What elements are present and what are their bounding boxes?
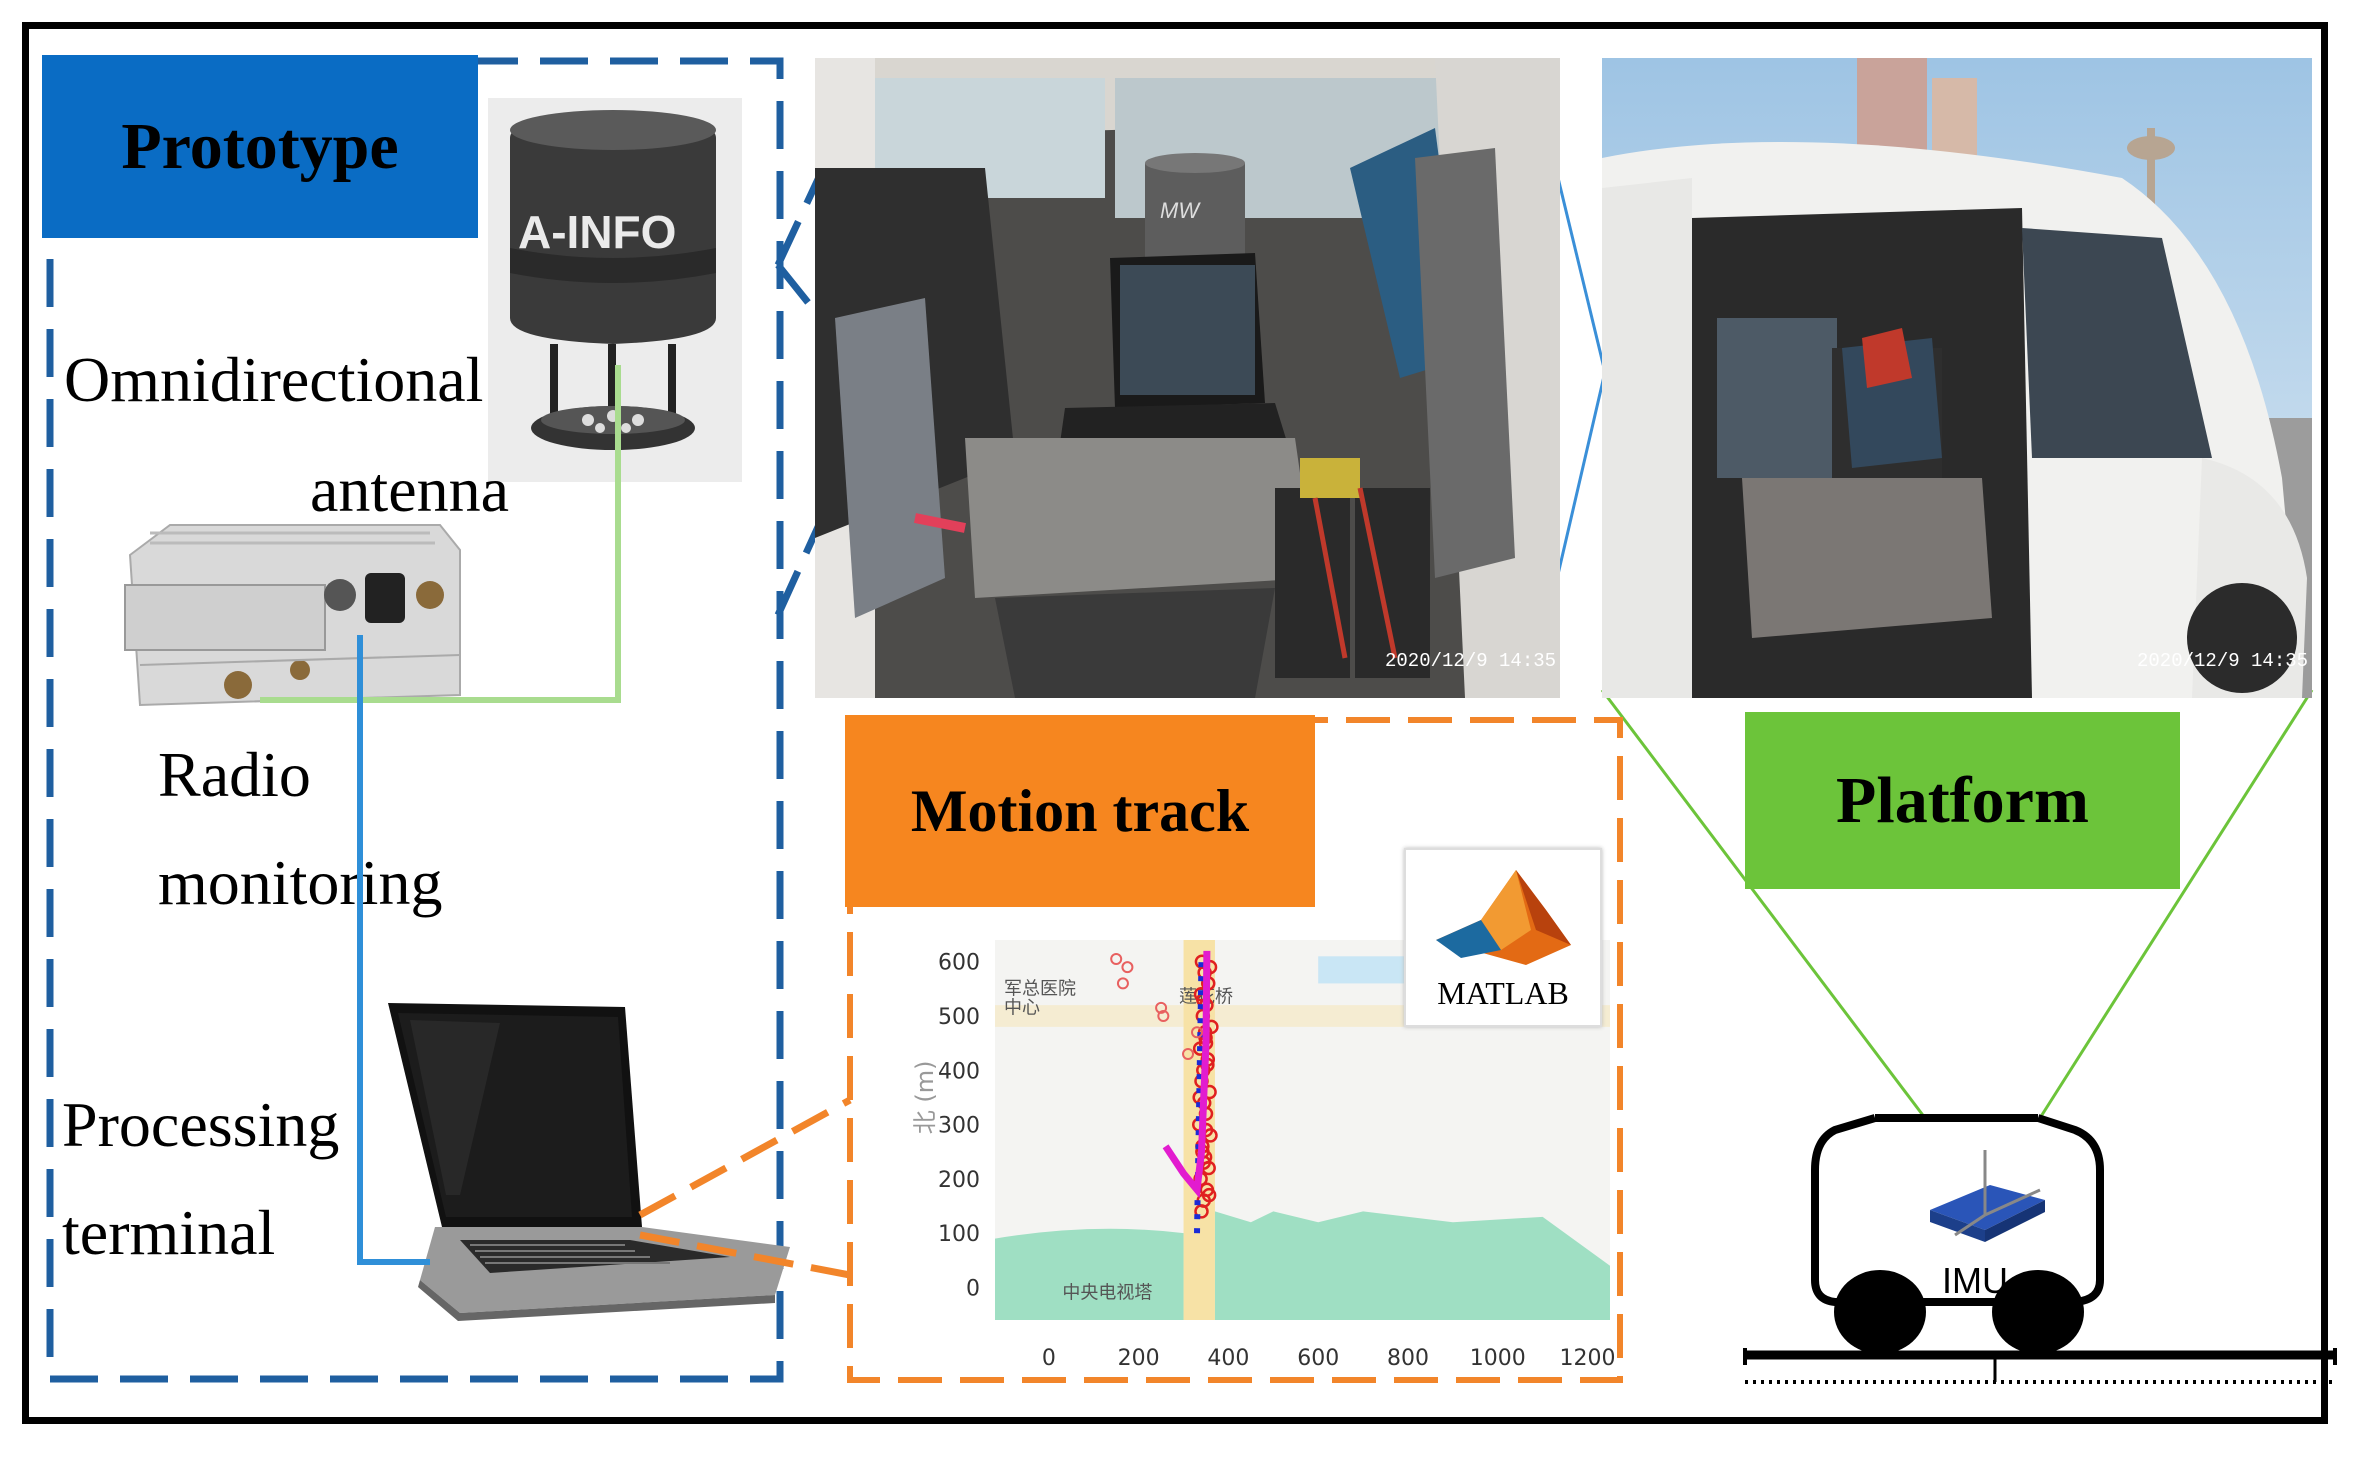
y-tick-label: 200 [938, 1168, 980, 1193]
x-tick-label: 800 [1387, 1346, 1429, 1371]
map-label: 军总医院 [1004, 978, 1076, 999]
antenna-label-line2: antenna [310, 454, 509, 525]
x-tick-label: 1000 [1470, 1346, 1526, 1371]
radio-label-line1: Radio [158, 739, 311, 810]
track-point [1201, 1187, 1217, 1203]
x-tick-label: 1200 [1560, 1346, 1616, 1371]
matlab-logo: MATLAB [1404, 848, 1602, 1027]
radio-device-icon [124, 524, 461, 707]
map-label: 中央电视塔 [1062, 1282, 1152, 1303]
y-tick-label: 500 [938, 1005, 980, 1030]
antenna-cable [260, 365, 621, 703]
x-tick-label: 0 [1042, 1346, 1056, 1371]
outlier-point [1110, 953, 1123, 965]
terminal-label-line2: terminal [62, 1197, 276, 1268]
x-tick-label: 600 [1297, 1346, 1339, 1371]
outlier-point [1155, 1001, 1168, 1014]
outlier-point [1116, 977, 1129, 990]
map-park-left [995, 1228, 1184, 1320]
outlier-point [1157, 1010, 1170, 1022]
map-park-right [1214, 1211, 1610, 1320]
y-tick-label: 600 [938, 951, 980, 976]
x-tick-label: 400 [1207, 1346, 1249, 1371]
exterior-timestamp: 2020/12/9 14:35 [2137, 650, 2309, 672]
radio-label-line2: monitoring [158, 847, 443, 918]
vehicle-exterior-photo: 2020/12/9 14:35 [1602, 58, 2312, 698]
y-tick-label: 0 [966, 1276, 980, 1301]
vehicle-schematic: IMU [1743, 1114, 2337, 1384]
laptop-icon [388, 1003, 790, 1321]
antenna-top-print: MW [1160, 198, 1201, 223]
outlier-point [1191, 1026, 1204, 1039]
outlier-point [1182, 1048, 1195, 1060]
interior-timestamp: 2020/12/9 14:35 [1385, 650, 1557, 672]
vehicle-interior-photo: MW 2020/12/9 14:35 [815, 58, 1560, 698]
y-tick-label: 400 [938, 1059, 980, 1084]
matlab-label: MATLAB [1437, 975, 1569, 1011]
platform-title: Platform [1745, 712, 2180, 889]
x-tick-label: 200 [1118, 1346, 1160, 1371]
imu-icon [1930, 1150, 2045, 1242]
map-label: 中心 [1004, 997, 1040, 1018]
outlier-point [1121, 961, 1134, 974]
y-tick-label: 100 [938, 1222, 980, 1247]
prototype-title: Prototype [42, 55, 478, 238]
antenna-print: A-INFO [518, 206, 676, 258]
terminal-cable [357, 635, 430, 1265]
y-axis-label: 北 (m) [911, 1061, 939, 1135]
matlab-peaks-icon [1436, 870, 1571, 965]
y-tick-label: 300 [938, 1114, 980, 1139]
terminal-label-line1: Processing [62, 1089, 340, 1160]
magenta-track-line [1162, 950, 1211, 1199]
antenna-label-line1: Omnidirectional [64, 344, 484, 415]
motion-track-title: Motion track [845, 715, 1315, 907]
